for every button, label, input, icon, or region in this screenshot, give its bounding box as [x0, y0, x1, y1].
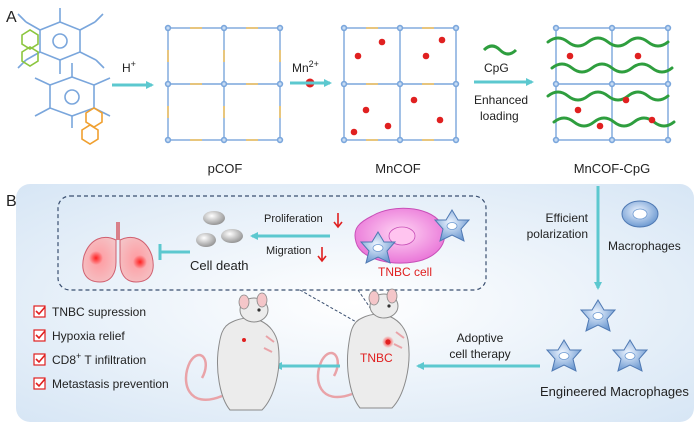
therapy-line1: Adoptive [457, 331, 504, 345]
tnbc-tumor-label: TNBC [360, 351, 393, 365]
outcome-label-2: Hypoxia relief [52, 329, 125, 343]
outcome-label-4: Metastasis prevention [52, 377, 169, 391]
zoom-guide-left [299, 289, 389, 341]
panel-b-letter: B [6, 193, 17, 210]
outcomes-checklist: TNBC supression Hypoxia relief CD8+ T in… [33, 305, 169, 391]
label-mncof-cpg: MnCOF-CpG [574, 161, 651, 176]
linker-monomer-orange [81, 107, 103, 145]
monomer-structures [17, 8, 111, 145]
dead-cells-icon [196, 211, 243, 247]
mncof-cpg-framework [546, 24, 676, 144]
mncof-framework [340, 24, 460, 144]
label-mncof: MnCOF [375, 161, 421, 176]
reagent-cpg: CpG [484, 61, 509, 75]
reagent-proton: H+ [122, 59, 136, 75]
outcome-label-3: CD8+ T infiltration [52, 351, 146, 367]
cpg-strand-icon [482, 44, 518, 56]
mn-ions [350, 36, 446, 136]
macrophage-icon-plain [621, 200, 659, 228]
migration-label: Migration [266, 245, 311, 257]
panel-b-background [16, 184, 694, 422]
enhanced-loading-line2: loading [480, 109, 519, 123]
outcome-label-1: TNBC supression [52, 305, 146, 319]
proliferation-label: Proliferation [264, 213, 323, 225]
outcome-item-2: Hypoxia relief [33, 329, 125, 343]
mouse-treated [184, 292, 280, 411]
porphyrin-monomer-top [17, 8, 105, 74]
proliferation-down-arrow [333, 213, 343, 229]
label-pcof: pCOF [208, 161, 243, 176]
inhibition-marker [158, 244, 190, 260]
macrophages-label: Macrophages [608, 239, 681, 253]
polarization-line2: polarization [527, 227, 588, 241]
porphyrin-monomer-bottom [34, 63, 111, 128]
cell-death-label: Cell death [190, 258, 249, 273]
lungs-icon [82, 222, 154, 283]
panel-a-letter: A [6, 9, 17, 26]
migration-down-arrow [317, 247, 327, 263]
outcome-item-1: TNBC supression [33, 305, 146, 319]
outcome-item-4: Metastasis prevention [33, 377, 169, 391]
tnbc-cell-label: TNBC cell [378, 265, 432, 279]
reagent-manganese: Mn2+ [292, 59, 319, 75]
inset-box [57, 195, 487, 291]
outcome-item-3: CD8+ T infiltration [33, 351, 146, 367]
polarization-line1: Efficient [546, 211, 589, 225]
pcof-framework [164, 24, 284, 144]
mouse-with-tumor [316, 288, 410, 409]
enhanced-loading-line1: Enhanced [474, 93, 528, 107]
linker-monomer-green [21, 29, 39, 67]
therapy-line2: cell therapy [449, 347, 510, 361]
engineered-macrophages-label: Engineered Macrophages [540, 384, 689, 399]
